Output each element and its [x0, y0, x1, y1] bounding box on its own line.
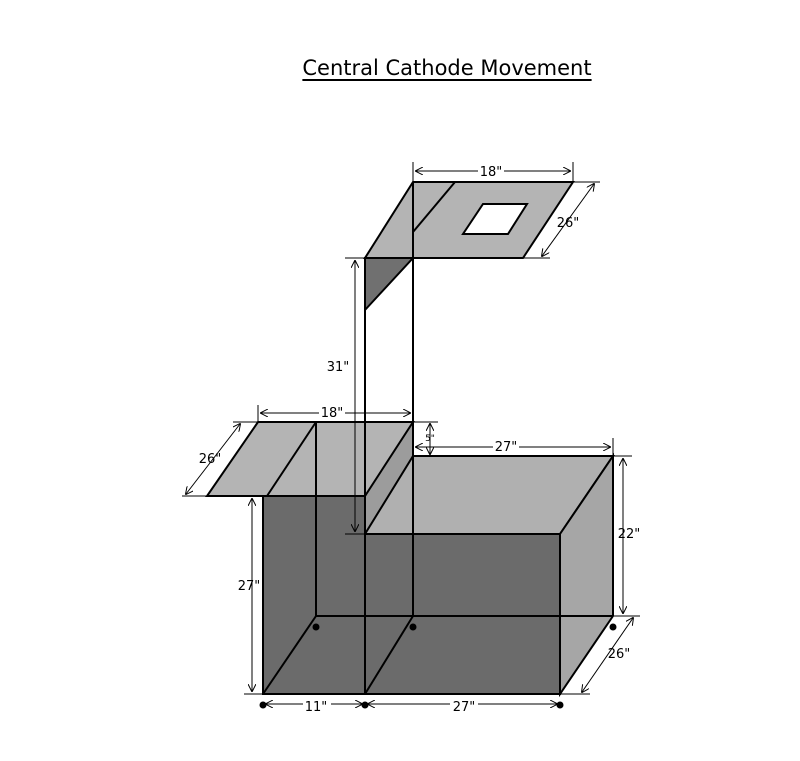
- dim-gap: 5": [425, 434, 435, 444]
- foot: [409, 623, 417, 631]
- top-plate: [363, 181, 575, 259]
- dim-left-height: 27": [238, 579, 261, 594]
- dim-base-depth: 26": [608, 647, 631, 662]
- top-plate-gusset: [364, 257, 416, 313]
- left-front: [262, 495, 366, 695]
- dim-box-height: 22": [618, 527, 641, 542]
- dimension-labels: 18" 26" 31" 18" 26" 5" 27" 22" 27" 26" 1…: [199, 163, 641, 715]
- dim-upper-depth: 26": [199, 452, 222, 467]
- right-box-front: [364, 533, 561, 695]
- foot: [556, 701, 564, 709]
- dim-top-depth: 26": [557, 216, 580, 231]
- diagram-title: Central Cathode Movement: [302, 56, 592, 80]
- foot: [312, 623, 320, 631]
- dim-base-left: 11": [305, 700, 328, 715]
- foot: [361, 701, 369, 709]
- dim-base-right: 27": [453, 700, 476, 715]
- dim-column-height: 31": [327, 360, 350, 375]
- dim-box-width: 27": [495, 440, 518, 455]
- top-plate-diagonal: [412, 181, 456, 233]
- top-plate-window: [461, 203, 529, 235]
- dim-upper-width: 18": [321, 406, 344, 421]
- foot: [259, 701, 267, 709]
- dim-top-width: 18": [480, 165, 503, 180]
- foot: [609, 623, 617, 631]
